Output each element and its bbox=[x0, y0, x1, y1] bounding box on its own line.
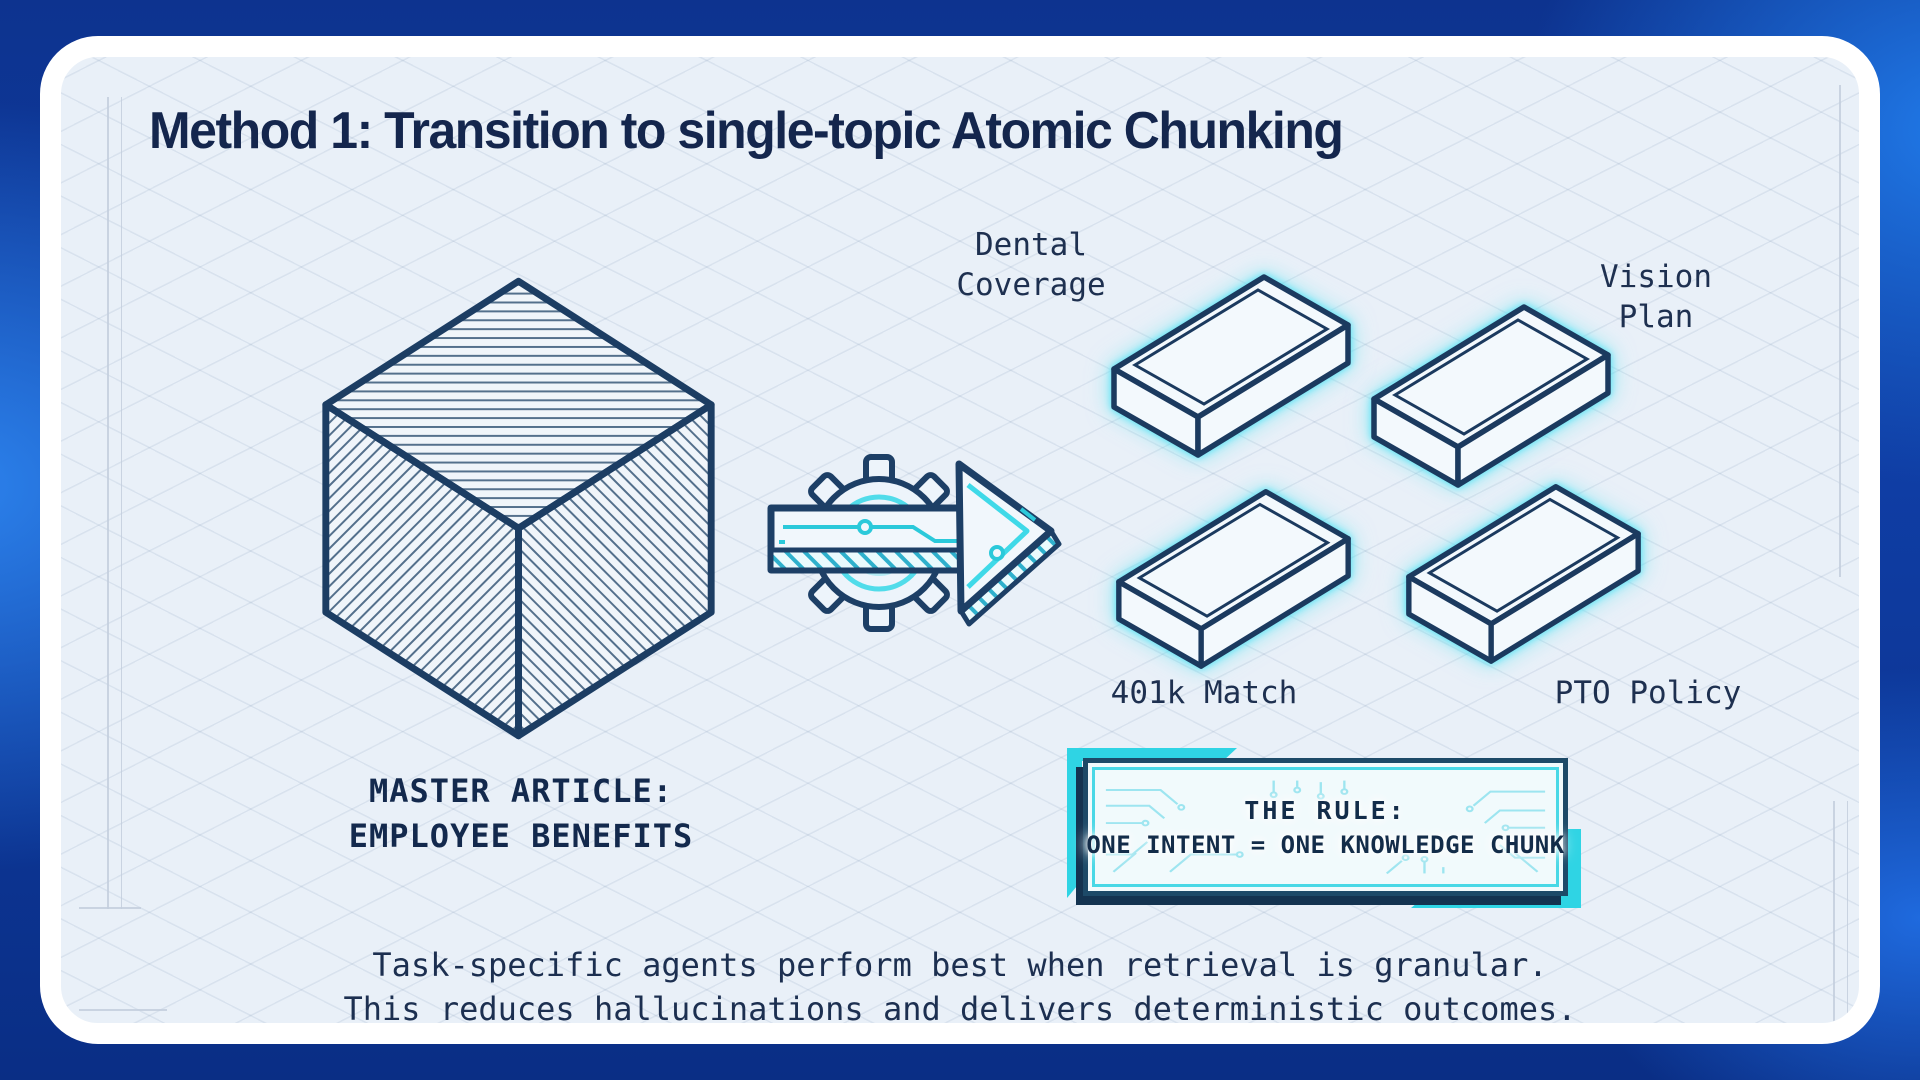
master-article-label: MASTER ARTICLE: EMPLOYEE BENEFITS bbox=[348, 772, 694, 855]
blueprint-line bbox=[1833, 801, 1835, 1023]
blueprint-line bbox=[79, 907, 141, 909]
page-title: Method 1: Transition to single-topic Ato… bbox=[149, 102, 1344, 160]
blueprint-panel: Method 1: Transition to single-topic Ato… bbox=[40, 36, 1880, 1044]
knowledge-brick-icon bbox=[1116, 488, 1351, 669]
blueprint-line bbox=[121, 97, 122, 909]
rule-heading: THE RULE: bbox=[1244, 795, 1407, 825]
caption-line-1: Task-specific agents perform best when r… bbox=[372, 946, 1548, 984]
rule-box-inner-border: THE RULE: ONE INTENT = ONE KNOWLEDGE CHU… bbox=[1086, 767, 1564, 887]
blueprint-line bbox=[107, 97, 109, 909]
rule-statement: ONE INTENT = ONE KNOWLEDGE CHUNK bbox=[1086, 830, 1565, 859]
circuit-pattern-icon bbox=[1105, 780, 1546, 875]
blueprint-line bbox=[1847, 801, 1848, 1023]
gear-circuit-arrow-icon bbox=[767, 454, 1062, 632]
chunk-label-vision-plan: Vision Plan bbox=[1600, 259, 1712, 335]
blueprint-line bbox=[79, 1009, 167, 1011]
knowledge-brick-icon bbox=[1406, 483, 1641, 664]
rule-box-corner-accent bbox=[1566, 829, 1581, 908]
chunk-label-dental-coverage: Dental Coverage bbox=[956, 227, 1106, 303]
blueprint-line bbox=[1839, 85, 1841, 577]
hatched-cube-icon bbox=[322, 277, 715, 740]
rule-box: THE RULE: ONE INTENT = ONE KNOWLEDGE CHU… bbox=[1083, 758, 1568, 896]
chunk-label-pto-policy: PTO Policy bbox=[1554, 675, 1742, 711]
caption-line-2: This reduces hallucinations and delivers… bbox=[343, 990, 1577, 1028]
chunk-label-401k-match: 401k Match bbox=[1110, 675, 1298, 711]
caption: Task-specific agents perform best when r… bbox=[61, 943, 1859, 1028]
rule-box-corner-accent bbox=[1411, 893, 1581, 908]
knowledge-brick-icon bbox=[1371, 304, 1611, 488]
knowledge-brick-icon bbox=[1111, 274, 1351, 458]
